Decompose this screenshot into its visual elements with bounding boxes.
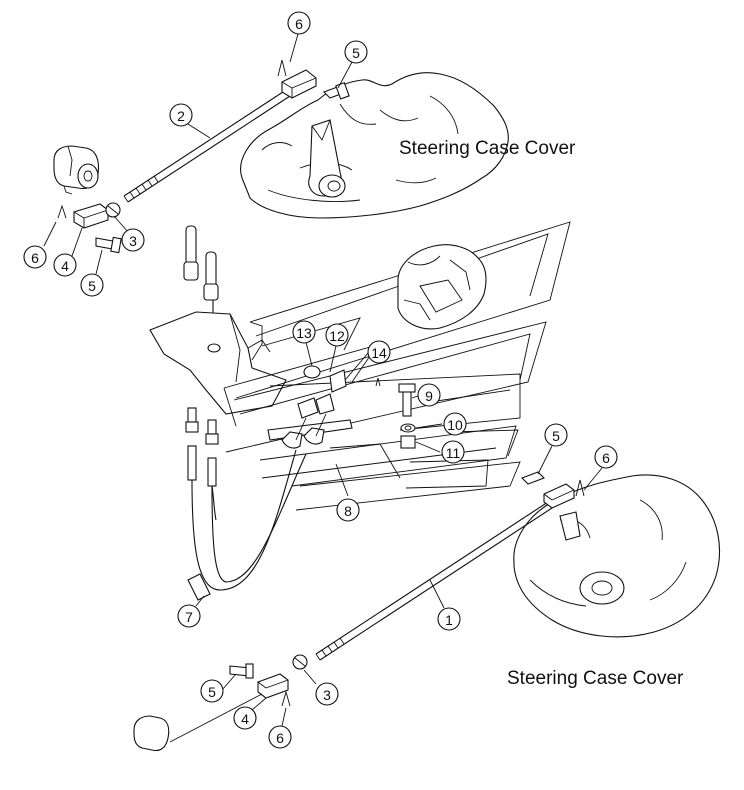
svg-text:5: 5 [208,684,216,700]
callout-5b: 5 [80,273,104,297]
control-cables-7 [185,407,307,601]
lever-clevis-top [53,145,122,254]
svg-text:6: 6 [31,250,39,266]
callout-4a: 4 [53,253,77,277]
callout-3b: 3 [315,682,339,706]
svg-text:2: 2 [177,108,185,124]
callout-5a: 5 [344,40,368,64]
callout-4b: 4 [233,706,257,730]
callout-3a: 3 [121,228,145,252]
callout-6c: 6 [594,445,618,469]
callout-6b: 6 [23,245,47,269]
callout-11: 11 [441,440,465,464]
steering-case-cover-top [240,72,509,219]
svg-text:6: 6 [602,450,610,466]
callout-13: 13 [292,320,316,344]
callout-5d: 5 [200,679,224,703]
svg-text:7: 7 [185,609,193,625]
leader-lines [43,33,603,727]
svg-text:6: 6 [295,16,303,32]
callout-6a: 6 [287,11,311,35]
callout-9: 9 [417,383,441,407]
callout-6d: 6 [268,725,292,749]
shift-lever-assembly [149,225,287,415]
steering-case-cover-label-bottom: Steering Case Cover [507,668,684,689]
svg-text:14: 14 [371,345,387,361]
svg-text:5: 5 [352,45,360,61]
cable-2 [123,69,317,203]
svg-text:4: 4 [61,258,69,274]
svg-text:9: 9 [425,388,433,404]
svg-text:12: 12 [329,328,345,344]
cable-fittings [267,365,416,449]
svg-text:3: 3 [323,687,331,703]
callout-7: 7 [177,604,201,628]
bracket-panels [223,221,571,511]
mount-housing [397,244,487,330]
callouts: 6 5 2 3 6 4 5 13 12 14 9 10 11 8 5 6 1 7… [23,11,618,749]
cable-1 [133,471,585,752]
svg-text:11: 11 [446,445,461,461]
svg-text:13: 13 [296,325,312,341]
svg-text:10: 10 [447,417,463,433]
callout-12: 12 [325,323,349,347]
callout-10: 10 [443,412,467,436]
svg-text:8: 8 [344,503,352,519]
svg-text:3: 3 [129,233,137,249]
svg-text:4: 4 [241,711,249,727]
svg-text:5: 5 [552,428,560,444]
callout-5c: 5 [544,423,568,447]
callout-2: 2 [169,103,193,127]
callout-8: 8 [336,498,360,522]
steering-case-cover-label-top: Steering Case Cover [399,138,576,159]
svg-text:1: 1 [445,612,453,628]
svg-text:6: 6 [276,730,284,746]
callout-14: 14 [367,340,391,364]
svg-text:5: 5 [88,278,96,294]
callout-1: 1 [437,607,461,631]
